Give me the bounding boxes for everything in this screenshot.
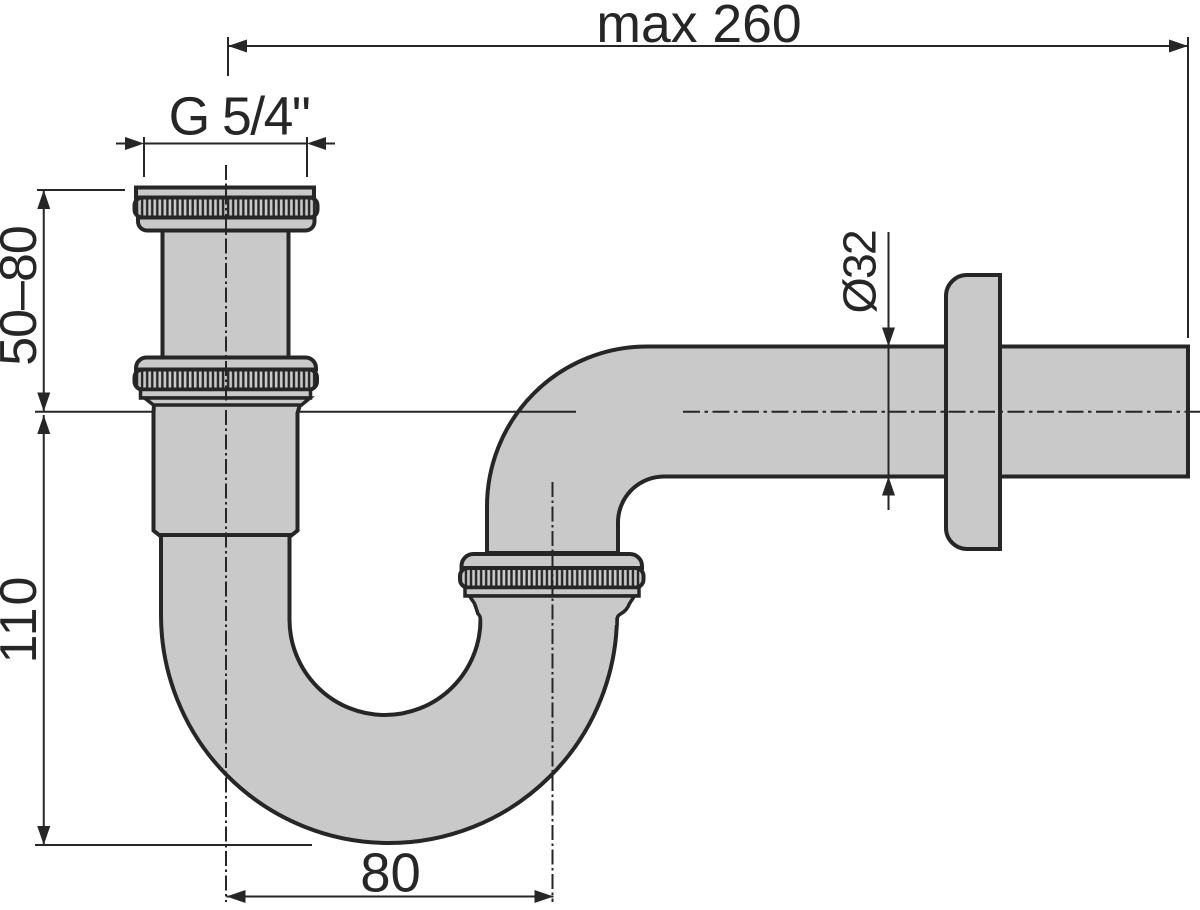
- svg-text:50–80: 50–80: [0, 226, 48, 366]
- svg-text:Ø32: Ø32: [834, 231, 886, 314]
- svg-text:G 5/4": G 5/4": [169, 88, 310, 147]
- svg-text:max 260: max 260: [596, 0, 801, 54]
- svg-text:80: 80: [360, 843, 421, 904]
- svg-text:110: 110: [0, 575, 48, 664]
